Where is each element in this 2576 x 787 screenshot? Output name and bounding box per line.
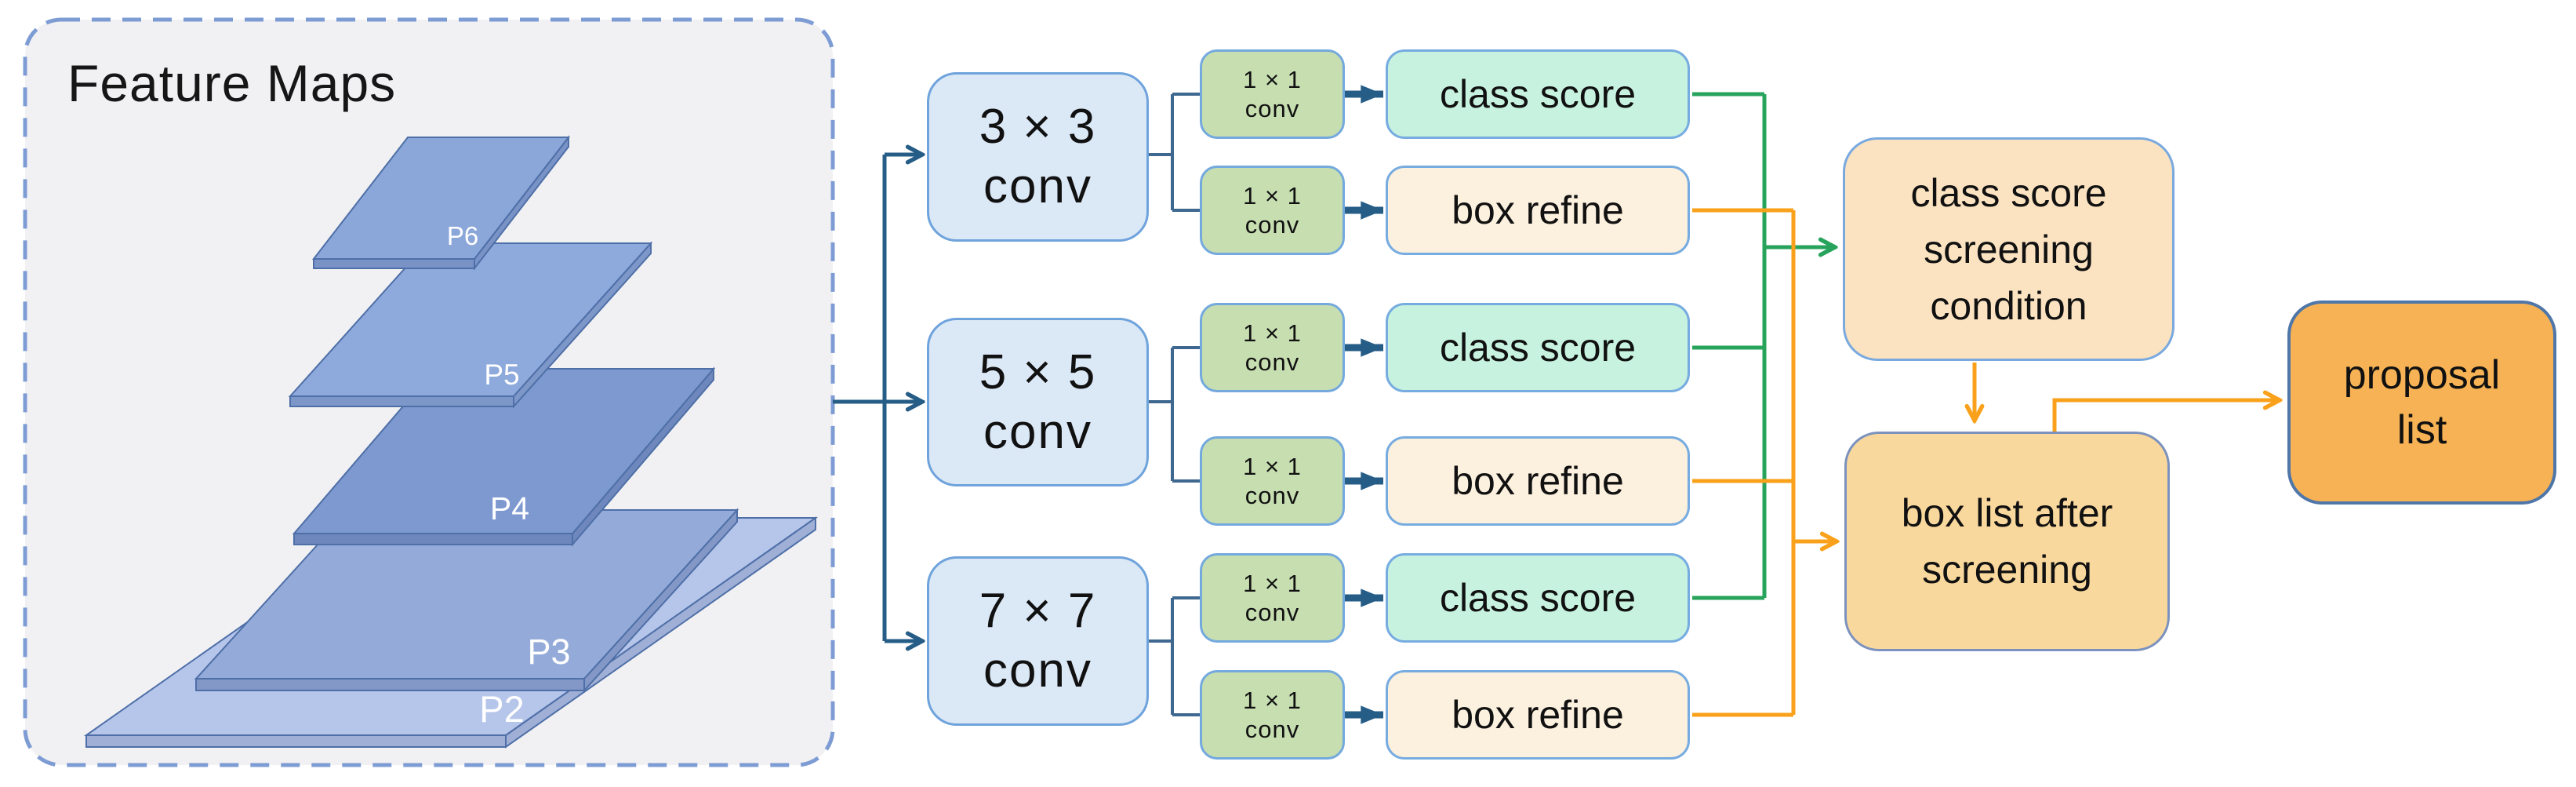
- screening-line1: class score: [1910, 170, 2107, 215]
- proposal-line2: list: [2396, 407, 2447, 453]
- class-score-label: class score: [1439, 72, 1637, 116]
- conv1x1-word: conv: [1244, 716, 1300, 743]
- branch-row2: [1149, 346, 1201, 483]
- pyramid-label-p2: P2: [479, 688, 525, 730]
- box-refine-row2-box: box refine: [1386, 436, 1690, 526]
- feature-maps-title: Feature Maps: [67, 54, 397, 112]
- conv1x1-box-row3-box: 1 × 1 conv: [1200, 670, 1345, 760]
- pyramid-slab-p4: [292, 366, 716, 547]
- conv1x1-word: conv: [1244, 348, 1300, 376]
- class-score-row2-box: class score: [1386, 303, 1690, 392]
- conv1x1-cls-row3-box: 1 × 1 conv: [1200, 553, 1345, 643]
- conv-7x7-kernel-label: 7 × 7: [979, 584, 1097, 639]
- feature-maps-panel-border: [23, 17, 835, 767]
- pyramid-slab-p6: [311, 135, 571, 271]
- pyramid-label-p5: P5: [484, 359, 519, 391]
- conv1x1-label: 1 × 1: [1243, 181, 1302, 210]
- branch-row3: [1149, 596, 1201, 716]
- box-list-line1: box list after: [1901, 491, 2113, 535]
- conv1x1-word: conv: [1244, 482, 1300, 509]
- pyramid-slab-p3: [194, 508, 739, 693]
- conv-3x3-kernel-label: 3 × 3: [979, 100, 1097, 155]
- conv1x1-label: 1 × 1: [1243, 319, 1302, 347]
- conv1x1-word: conv: [1244, 599, 1300, 626]
- conv-branch-lines: [1149, 93, 1201, 716]
- screening-line3: condition: [1930, 283, 2087, 328]
- class-score-row1-box: class score: [1386, 49, 1690, 139]
- conv1x1-label: 1 × 1: [1243, 452, 1302, 480]
- box-list-line2: screening: [1922, 548, 2092, 592]
- pyramid-label-p6: P6: [447, 221, 478, 250]
- conv-7x7-box: 7 × 7 conv: [927, 556, 1149, 726]
- conv1x1-box-row2-box: 1 × 1 conv: [1200, 436, 1345, 526]
- head-output-arrows: [1345, 85, 1383, 724]
- pyramid-slab-p5: [288, 241, 653, 409]
- box-refine-label: box refine: [1451, 693, 1624, 737]
- conv-3x3-box: 3 × 3 conv: [927, 72, 1149, 242]
- conv-7x7-word-label: conv: [983, 643, 1092, 698]
- class-score-bus: [1692, 92, 1835, 600]
- conv1x1-label: 1 × 1: [1243, 65, 1302, 93]
- conv1x1-word: conv: [1244, 211, 1300, 239]
- box-refine-label: box refine: [1451, 459, 1624, 503]
- conv-3x3-word-label: conv: [983, 159, 1092, 213]
- conv1x1-word: conv: [1244, 95, 1300, 122]
- screening-line2: screening: [1924, 227, 2094, 271]
- conv1x1-label: 1 × 1: [1243, 569, 1302, 597]
- feature-map-feed-lines: [833, 155, 922, 641]
- box-refine-bus: [1692, 208, 2280, 717]
- box-list-after-screening-box: box list after screening: [1844, 432, 2170, 651]
- proposal-line1: proposal: [2343, 352, 2501, 398]
- conv1x1-cls-row2-box: 1 × 1 conv: [1200, 303, 1345, 392]
- conv-5x5-box: 5 × 5 conv: [927, 318, 1149, 486]
- pyramid-label-p3: P3: [527, 632, 570, 672]
- class-score-label: class score: [1439, 576, 1637, 620]
- conv-5x5-kernel-label: 5 × 5: [979, 344, 1097, 399]
- box-refine-label: box refine: [1451, 188, 1624, 232]
- pyramid-label-p4: P4: [490, 490, 529, 526]
- arrow-box-list-to-proposal: [2052, 400, 2280, 432]
- class-score-label: class score: [1439, 326, 1637, 370]
- conv1x1-label: 1 × 1: [1243, 686, 1302, 714]
- class-score-row3-box: class score: [1386, 553, 1690, 643]
- branch-row1: [1149, 93, 1201, 212]
- box-refine-row1-box: box refine: [1386, 166, 1690, 255]
- proposal-list-box: proposal list: [2287, 301, 2556, 505]
- box-refine-row3-box: box refine: [1386, 670, 1690, 760]
- conv-5x5-word-label: conv: [983, 404, 1092, 459]
- conv1x1-cls-row1-box: 1 × 1 conv: [1200, 49, 1345, 139]
- conv1x1-box-row1-box: 1 × 1 conv: [1200, 166, 1345, 255]
- class-score-screening-condition-box: class score screening condition: [1843, 137, 2175, 361]
